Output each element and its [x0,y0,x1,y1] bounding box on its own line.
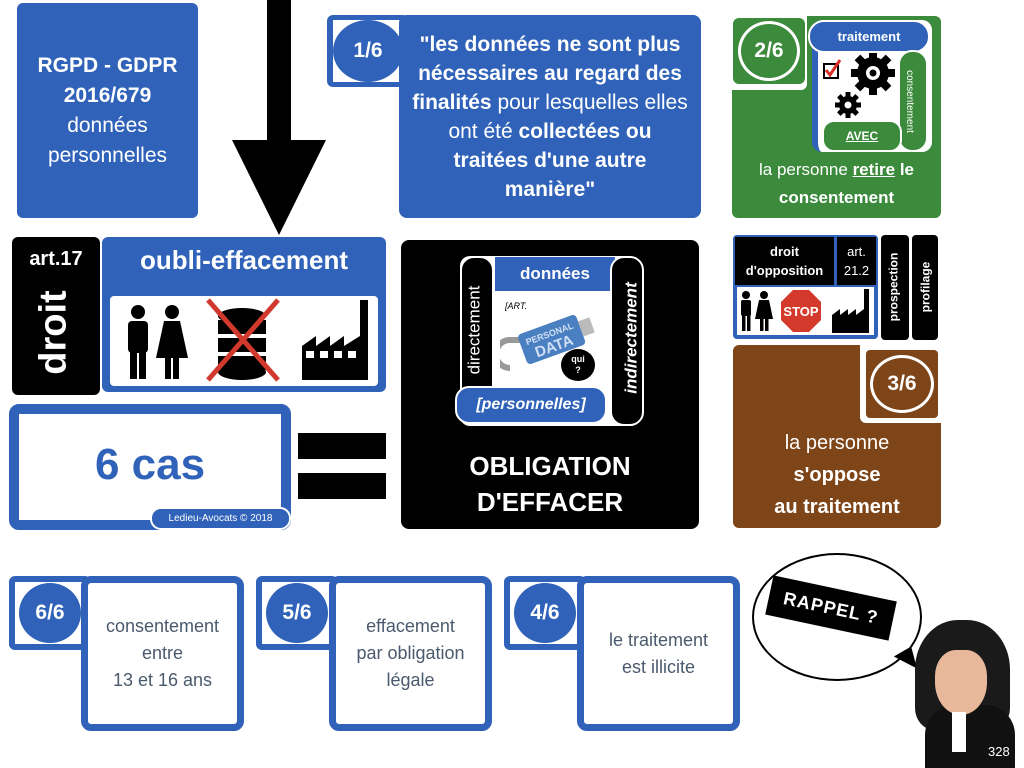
case-5-box: effacement par obligation légale [329,576,492,731]
qui-text: qui [571,354,585,364]
opposition-line-2: d'opposition [745,263,824,278]
case-6-line-1: consentement [105,616,220,636]
man-icon [741,291,751,331]
case-6-badge-label: 6/6 [19,583,81,643]
case-2-text-bold: le consentement [778,160,914,207]
case-2-consent-text: consentement [903,70,915,133]
case-1-text-bold-2: collectées ou traitées d'une autre maniè… [453,119,652,201]
woman-icon [156,305,188,379]
case-1-badge-label: 1/6 [333,20,403,82]
oubli-icons [128,298,368,382]
lawyer-character-collar [952,712,966,752]
case-1-text-normal: pour lesquelles elles ont été [448,90,688,143]
article-17-label: art.17 [29,248,83,270]
case-6-line-3: 13 et 16 ans [112,670,213,690]
case-3-text: la personne s'oppose au traitement [733,427,941,523]
indirectement-label: indirectement [610,256,644,426]
opposition-label: droit d'opposition [735,237,834,285]
down-arrow-shaft [267,0,291,145]
obligation-line-1: OBLIGATION [469,451,631,481]
case-2-consent-label: consentement [898,50,928,152]
gears-checkbox-icon [823,51,895,118]
page-number: 328 [988,744,1010,759]
indirectement-text: indirectement [621,282,641,394]
oubli-effacement-title: oubli-effacement [139,245,349,275]
personnelles-label: [personnelles] [455,386,607,424]
article-21-label: art. 21.2 [837,237,876,285]
rgpd-line-3: données [67,113,148,137]
case-4-badge-label: 4/6 [514,583,576,643]
case-6-line-2: entre [141,643,184,663]
equals-bar-top [298,433,386,459]
rgpd-line-2: 2016/679 [63,83,152,107]
rgpd-line-4: personnelles [47,143,168,167]
case-4-badge: 4/6 [504,576,586,650]
case-3-badge: 3/6 [866,350,938,418]
case-4-line-2: est illicite [621,656,696,677]
case-4-box: le traitement est illicite [577,576,740,731]
profilage-label: profilage [912,235,938,340]
prospection-label: prospection [881,235,909,340]
stop-text: STOP [783,304,818,319]
case-5-line-2: par obligation [356,643,465,663]
case-3-line-1: la personne [784,432,890,454]
six-cases-title: 6 cas [94,440,206,489]
droit-vertical-label: droit [20,290,90,375]
case-1-text-bold-1: "les données ne sont plus nécessaires au… [412,32,682,114]
case-5-line-1: effacement [366,616,455,636]
stop-sign-icon: STOP [781,290,821,332]
case-2-badge: 2/6 [733,18,805,84]
case-2-traitement-label: traitement [808,20,930,53]
equals-bar-bottom [298,473,386,499]
qui-bubble: qui ? [561,349,595,381]
case-3-line-2: s'oppose [793,464,881,486]
case-6-box: consentement entre 13 et 16 ans [81,576,244,731]
woman-icon [755,291,773,331]
obligation-title: OBLIGATION D'EFFACER [401,448,699,520]
crossed-database-icon [206,298,280,382]
droit-box [12,237,100,395]
case-5-badge-label: 5/6 [266,583,328,643]
case-5-badge: 5/6 [256,576,338,650]
rgpd-line-1: RGPD - GDPR [37,53,178,77]
donnees-label: données [495,257,615,291]
case-2-text-underlined: retire [852,160,896,179]
art-note: [ART. [505,301,528,311]
qui-question: ? [575,365,581,375]
article-21-line-2: 21.2 [843,263,870,278]
case-2-badge-label: 2/6 [738,21,800,81]
lawyer-character-face [935,650,987,715]
case-2-text: la personne retire le consentement [732,153,941,215]
directement-label: directement [460,256,494,406]
oubli-illustration [110,296,378,386]
down-arrow-icon [232,140,326,235]
directement-text: directement [464,285,484,375]
case-6-badge: 6/6 [9,576,91,650]
article-21-line-1: art. [847,244,866,259]
opposition-line-1: droit [770,244,799,259]
rgpd-title-box: RGPD - GDPR 2016/679 données personnelle… [17,3,198,218]
case-2-avec-label: AVEC [822,120,902,152]
profilage-text: profilage [918,261,933,313]
case-1-box: "les données ne sont plus nécessaires au… [399,15,701,218]
case-4-line-1: le traitement [608,629,709,650]
case-5-line-3: légale [386,670,435,690]
factory-icon [832,289,869,333]
credit-label: Ledieu-Avocats © 2018 [150,507,291,530]
factory-icon [302,300,368,380]
case-3-line-3: au traitement [774,496,900,518]
case-2-text-normal: la personne [758,160,853,179]
obligation-line-2: D'EFFACER [476,487,624,517]
case-3-badge-label: 3/6 [870,355,934,413]
lawyer-character-robe [925,705,1015,768]
droit-text: droit [32,290,75,375]
man-icon [128,305,148,379]
opposition-illustration: STOP [737,287,874,335]
case-1-badge: 1/6 [327,15,409,87]
prospection-text: prospection [886,252,901,322]
